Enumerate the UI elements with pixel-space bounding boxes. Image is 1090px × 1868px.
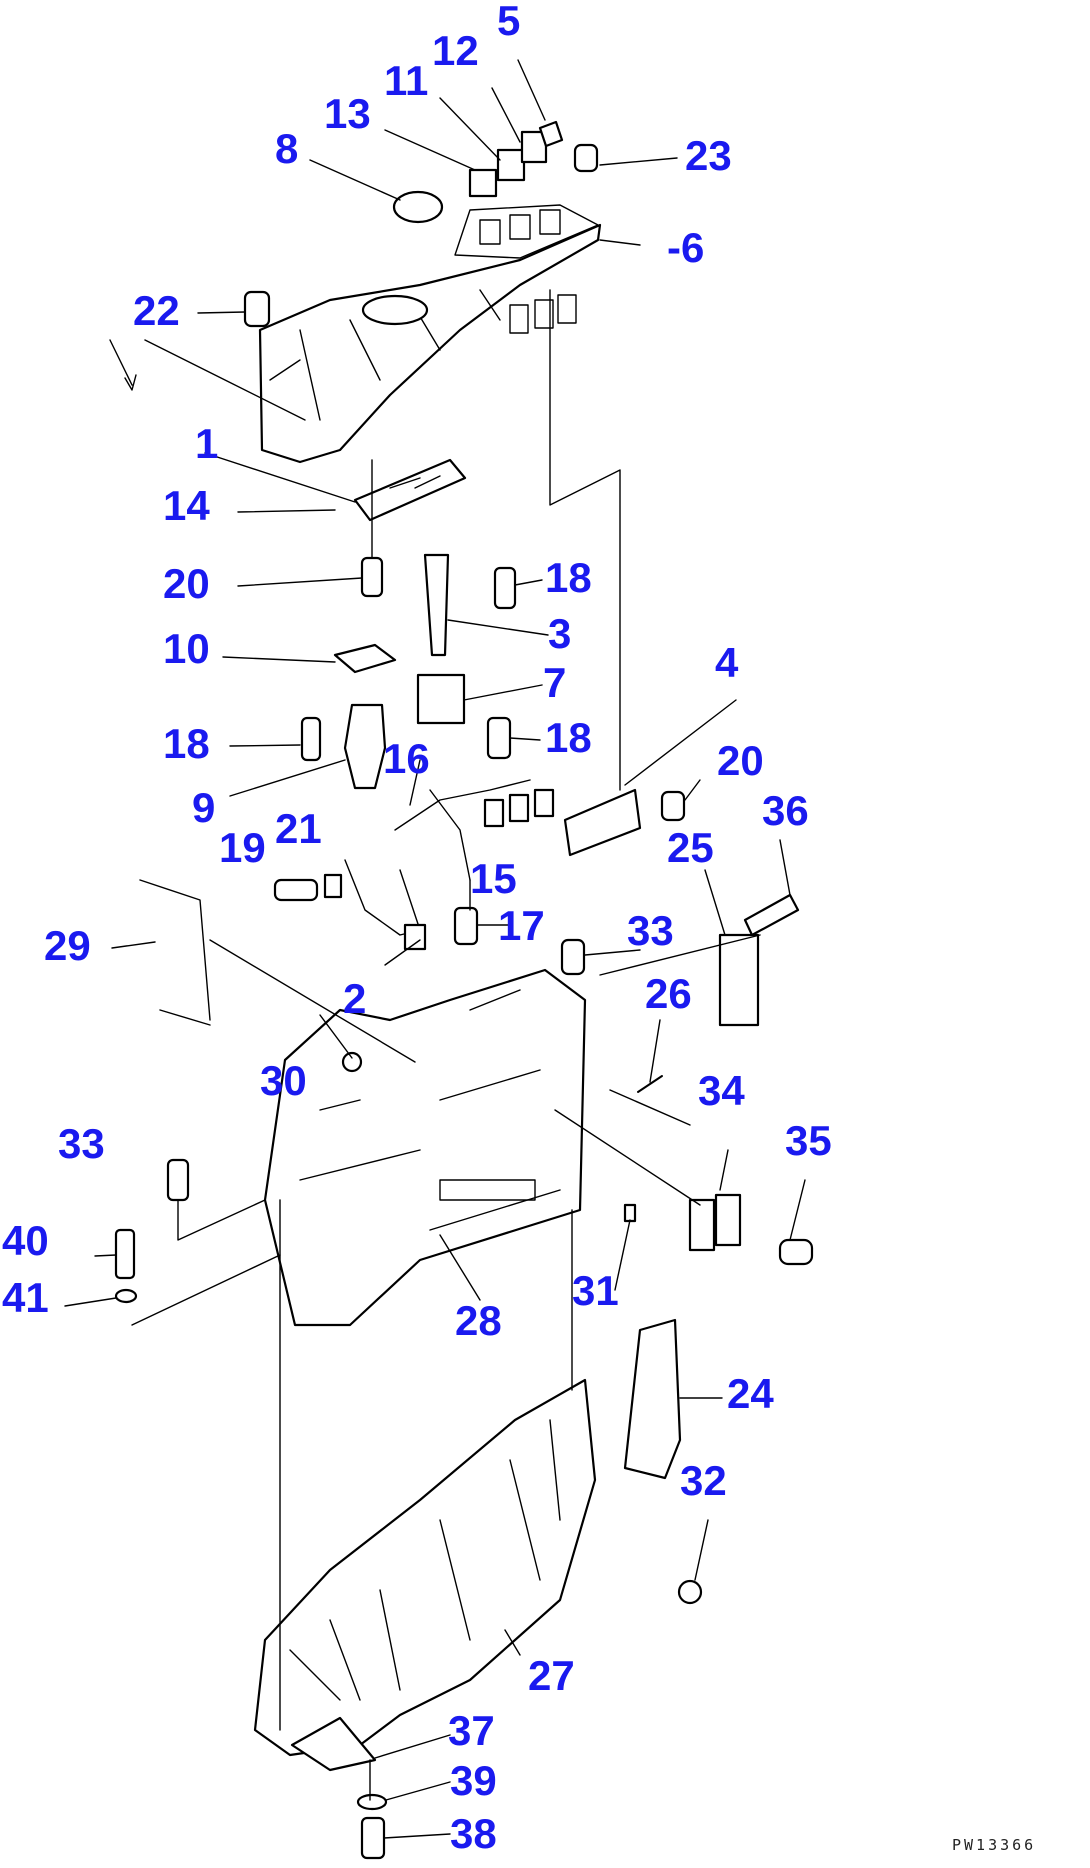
- callout-6: -6: [667, 224, 704, 271]
- switch-parts: [468, 120, 564, 198]
- callout-16: 16: [383, 735, 430, 782]
- screw-22: [243, 290, 271, 328]
- callout-31: 31: [572, 1267, 619, 1314]
- callout-8: 8: [275, 125, 298, 172]
- callout-41: 41: [2, 1274, 49, 1321]
- bolt-33b: [166, 1158, 190, 1202]
- relay-7: [416, 673, 466, 725]
- bolt-35: [778, 1238, 814, 1266]
- knob-part: [392, 190, 444, 224]
- callout-26: 26: [645, 970, 692, 1017]
- cover-24: [623, 1318, 682, 1480]
- bolt-19: [273, 878, 319, 902]
- pin-26: [637, 1075, 663, 1093]
- callout-12: 12: [432, 27, 479, 74]
- callout-35: 35: [785, 1117, 832, 1164]
- callout-33b: 33: [58, 1120, 105, 1167]
- callout-21: 21: [275, 805, 322, 852]
- clip-31: [623, 1203, 637, 1223]
- drawing-code: PW13366: [952, 1836, 1036, 1854]
- callout-7: 7: [543, 659, 566, 706]
- callout-29: 29: [44, 922, 91, 969]
- callout-32: 32: [680, 1457, 727, 1504]
- callout-36: 36: [762, 787, 809, 834]
- callout-23: 23: [685, 132, 732, 179]
- callout-30: 30: [260, 1057, 307, 1104]
- screw-23: [573, 143, 599, 173]
- callout-40: 40: [2, 1217, 49, 1264]
- callout-18b: 18: [163, 720, 210, 767]
- screw-33a: [560, 938, 586, 976]
- clip-21: [323, 873, 343, 899]
- washer-39: [356, 1793, 388, 1811]
- bracket-3: [423, 553, 450, 657]
- callout-25: 25: [667, 824, 714, 871]
- harness-15: [394, 779, 555, 881]
- callout-14: 14: [163, 482, 210, 529]
- callout-17: 17: [498, 902, 545, 949]
- callout-20a: 20: [163, 560, 210, 607]
- connector-36: [743, 893, 800, 937]
- callout-22: 22: [133, 287, 180, 334]
- console-cover: [258, 204, 602, 464]
- callout-24: 24: [727, 1370, 774, 1417]
- bolt-40: [114, 1228, 136, 1280]
- callout-20b: 20: [717, 737, 764, 784]
- callout-2: 2: [343, 975, 366, 1022]
- callout-5: 5: [497, 0, 520, 44]
- plate-1: [353, 458, 467, 522]
- callout-10: 10: [163, 625, 210, 672]
- plate-10: [333, 643, 397, 674]
- callout-4: 4: [715, 639, 739, 686]
- washer-41: [114, 1288, 138, 1304]
- callout-27: 27: [528, 1652, 575, 1699]
- callout-9: 9: [192, 784, 215, 831]
- screw-32: [677, 1579, 703, 1605]
- callout-11: 11: [384, 57, 428, 104]
- callout-3: 3: [548, 610, 571, 657]
- callout-37: 37: [448, 1707, 495, 1754]
- bracket-37: [290, 1716, 377, 1772]
- callout-18a: 18: [545, 554, 592, 601]
- callout-13: 13: [324, 90, 371, 137]
- leader-lines: [64, 59, 806, 1839]
- frame-28: [263, 968, 587, 1327]
- callout-38: 38: [450, 1810, 497, 1857]
- bolt-17: [453, 906, 479, 946]
- bolt-20a: [360, 556, 384, 598]
- switch-9: [343, 703, 387, 790]
- bolt-18c: [486, 716, 512, 760]
- bolt-38: [360, 1816, 386, 1860]
- callout-19: 19: [219, 824, 266, 871]
- wire-29: [139, 879, 211, 1026]
- nut-30: [341, 1051, 363, 1073]
- callout-1: 1: [195, 420, 218, 467]
- bolt-20b: [660, 790, 686, 822]
- callout-18c: 18: [545, 714, 592, 761]
- bolt-18a: [493, 566, 517, 610]
- callout-39: 39: [450, 1757, 497, 1804]
- callout-33a: 33: [627, 907, 674, 954]
- harness-2: [344, 859, 421, 936]
- bracket-25: [718, 933, 760, 1027]
- callout-28: 28: [455, 1297, 502, 1344]
- callout-15: 15: [470, 855, 517, 902]
- bolt-18b: [300, 716, 322, 762]
- terminal-4: [563, 788, 642, 857]
- callout-34: 34: [698, 1067, 745, 1114]
- relay-34: [688, 1193, 742, 1252]
